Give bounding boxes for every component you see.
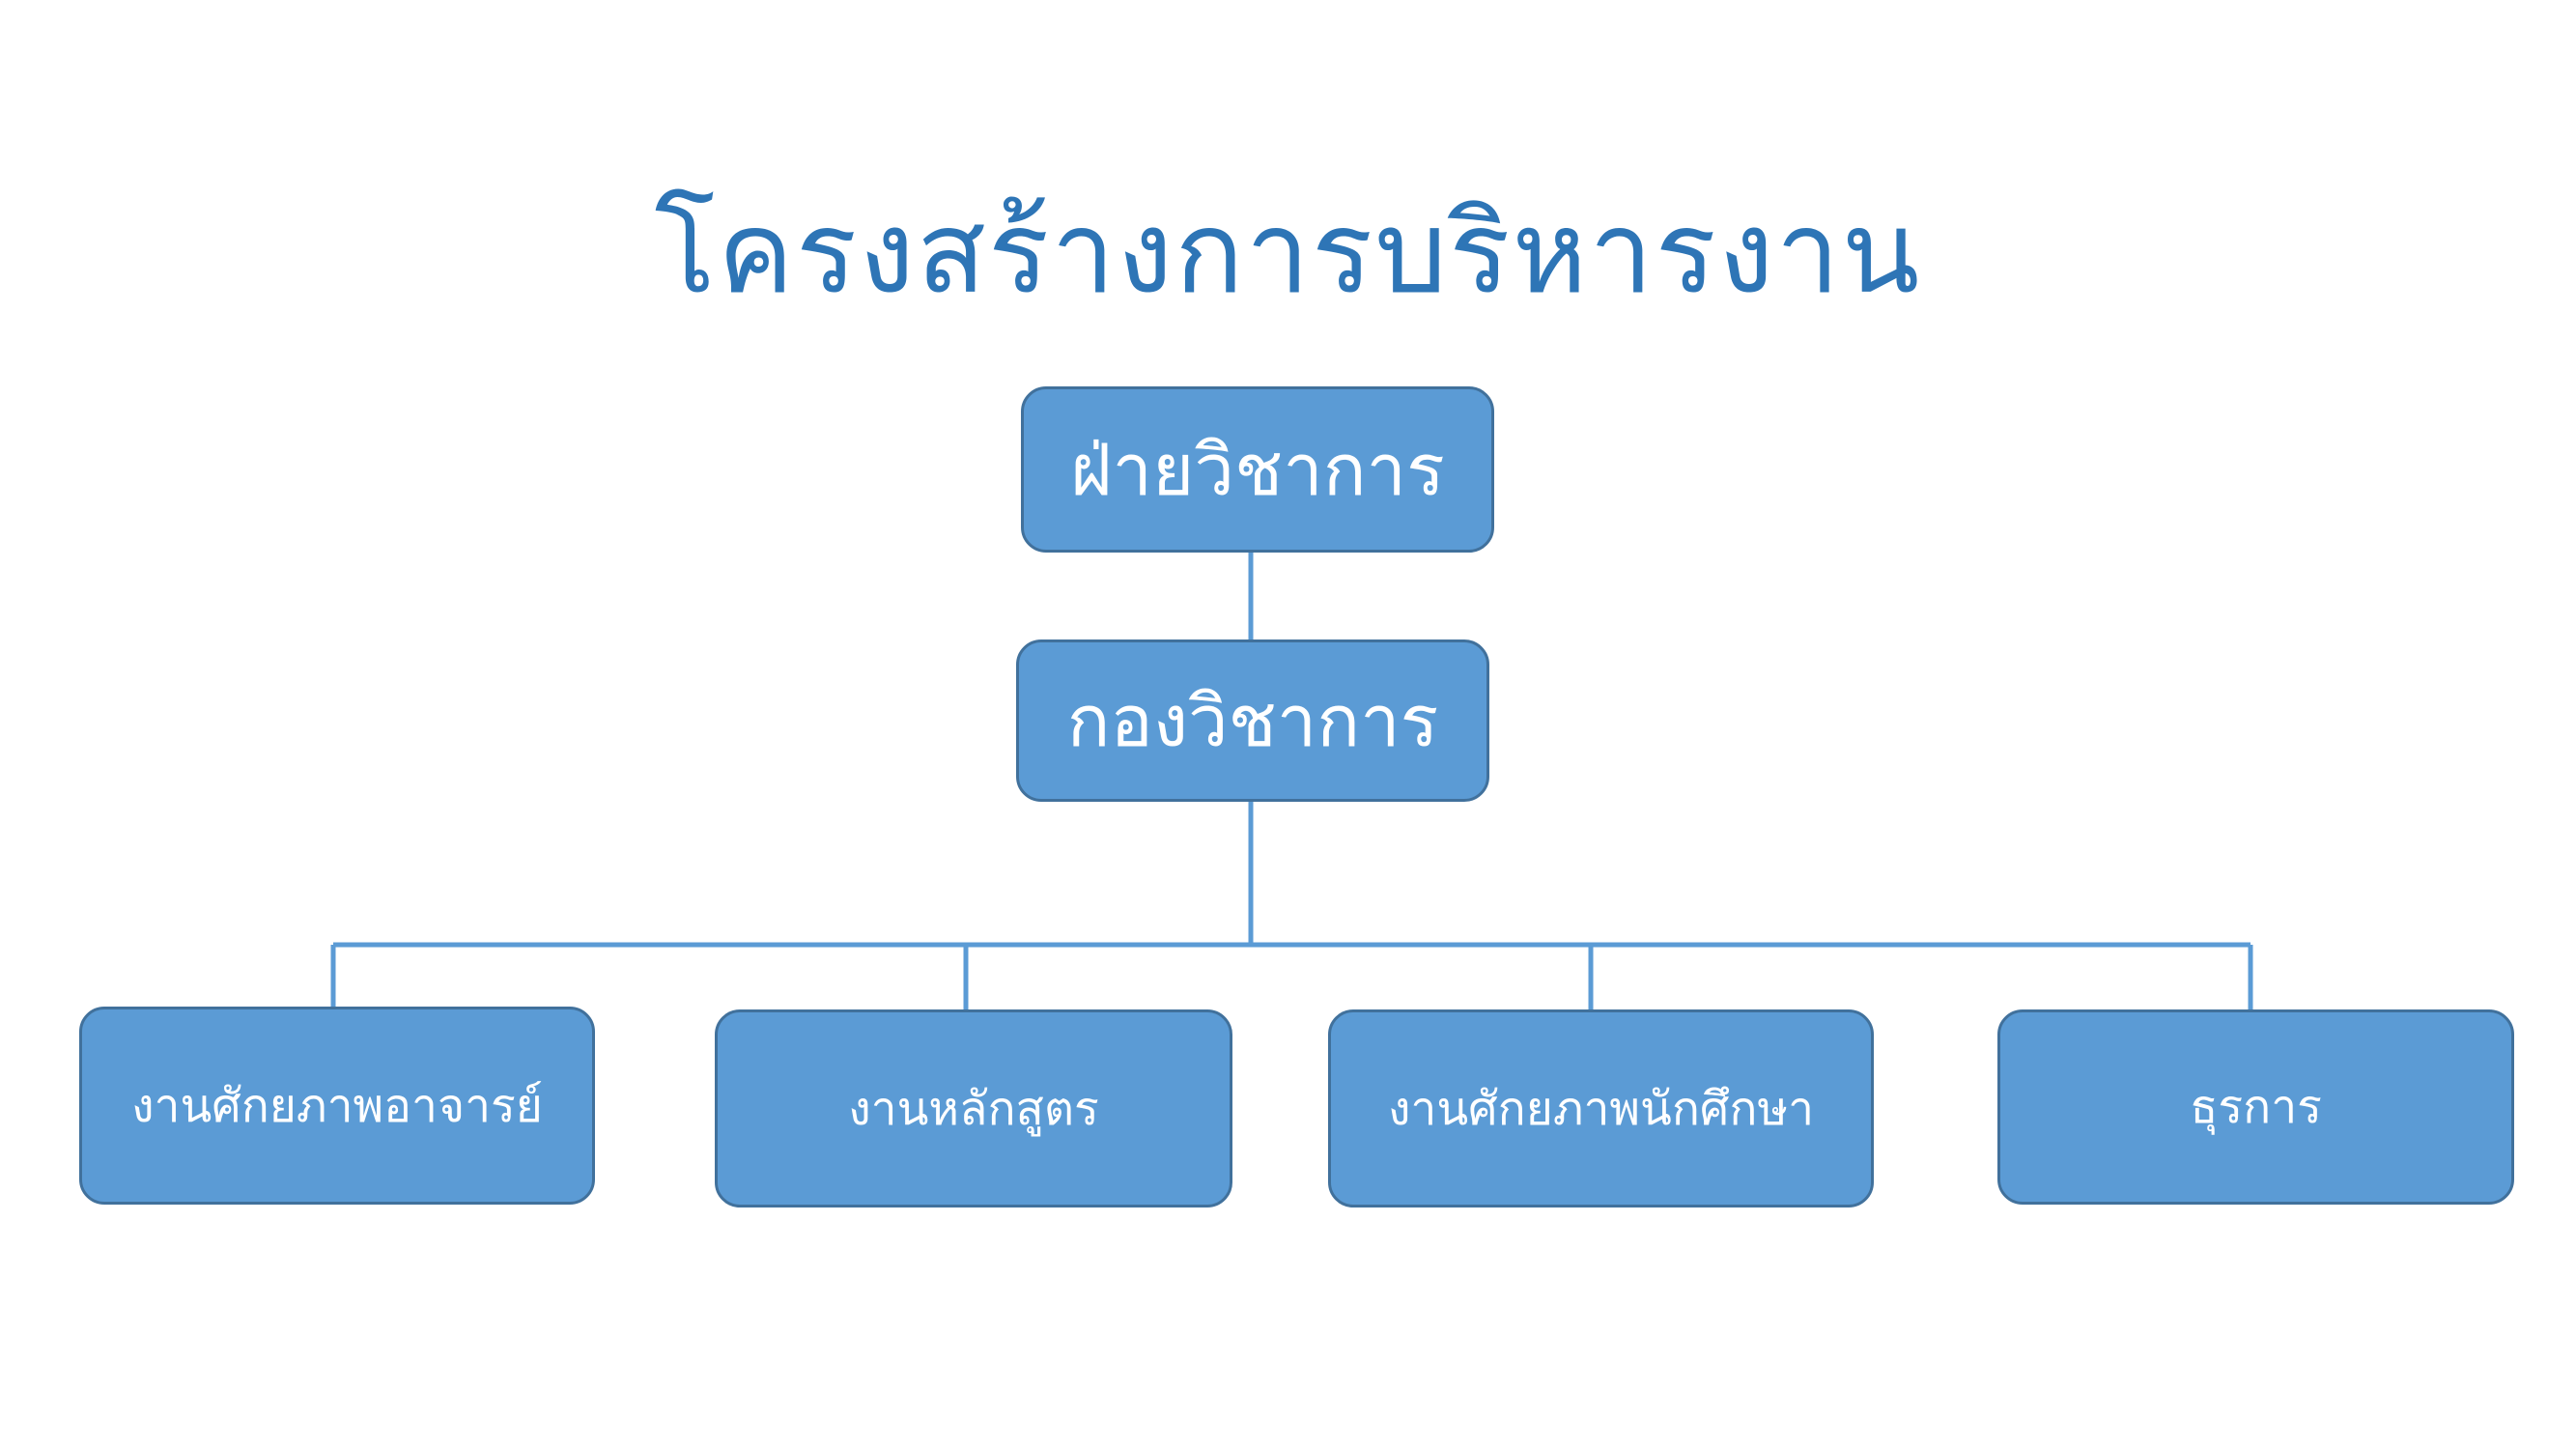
org-node-label: งานศักยภาพนักศึกษา	[1387, 1081, 1815, 1136]
org-node-label: ฝ่ายวิชาการ	[1070, 429, 1445, 512]
org-node-faculty-development: งานศักยภาพอาจารย์	[79, 1007, 595, 1205]
org-node-administration: ธุรการ	[1997, 1009, 2514, 1205]
org-node-academic-affairs: ฝ่ายวิชาการ	[1021, 386, 1494, 553]
org-node-label: งานหลักสูตร	[848, 1081, 1099, 1136]
org-node-label: กองวิชาการ	[1066, 680, 1439, 763]
org-node-label: งานศักยภาพอาจารย์	[131, 1078, 543, 1133]
org-node-label: ธุรการ	[2190, 1080, 2322, 1134]
diagram-title: โครงสร้างการบริหารงาน	[654, 185, 1922, 319]
org-node-academic-division: กองวิชาการ	[1016, 639, 1489, 802]
org-node-student-development: งานศักยภาพนักศึกษา	[1328, 1009, 1874, 1208]
org-node-curriculum: งานหลักสูตร	[715, 1009, 1232, 1208]
